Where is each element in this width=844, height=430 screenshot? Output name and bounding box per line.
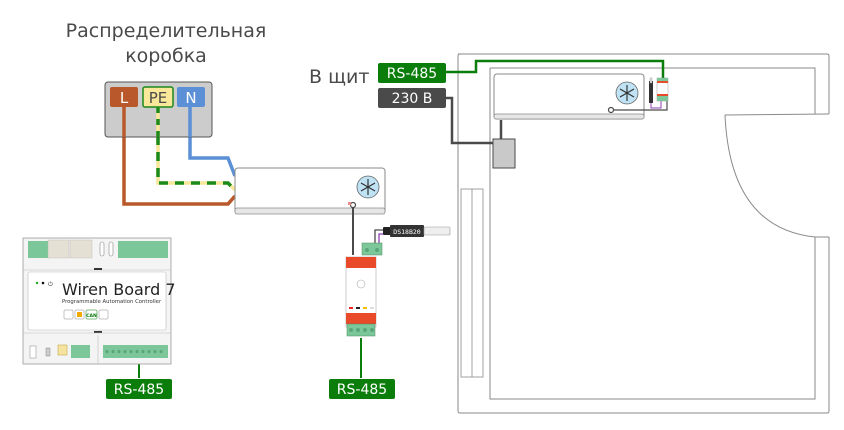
power-panel-tag: 230 В <box>378 88 446 108</box>
room-ir-module-band-top <box>657 81 668 83</box>
warning-badge-icon <box>63 309 74 320</box>
door-frame-top <box>724 113 830 116</box>
wb-usb-port <box>29 345 37 359</box>
temp-sensor-tip <box>649 77 653 84</box>
room-ir-module-band-bottom <box>657 94 668 96</box>
terminal-l: L <box>110 87 138 107</box>
ac-unit <box>234 167 386 215</box>
wb-subtitle: Programmable Automation Controller <box>62 299 162 305</box>
l-wire <box>122 104 237 206</box>
door-swing-arc <box>724 114 816 238</box>
ir-module-top-terminal <box>361 242 383 256</box>
room-ir-module-terminal-top <box>657 78 668 81</box>
junction-box-title-2: коробка <box>125 45 207 67</box>
temp-sensor-probe <box>649 81 653 103</box>
ir-module-bottom-terminal <box>346 323 376 337</box>
wb-ethernet-1 <box>47 239 70 259</box>
rs485-ir-tag: RS-485 <box>329 379 395 399</box>
ir-module-band-top <box>346 257 376 268</box>
ir-module <box>345 242 383 337</box>
sensor-body <box>390 225 424 237</box>
ac-bottom <box>234 207 386 215</box>
power-icon: ⏻ <box>48 281 53 288</box>
terminal-pe: PE <box>142 86 174 108</box>
snowflake-icon-glyph <box>619 85 635 101</box>
sensor-tube <box>423 226 451 236</box>
ir-emitter-led <box>348 202 351 205</box>
rs485-wb-tag-text: RS-485 <box>114 382 164 398</box>
terminal-n-label: N <box>185 89 196 107</box>
can-badge <box>85 309 98 320</box>
ir-emitter-icon <box>607 106 615 114</box>
sensor-cable-black <box>374 229 385 245</box>
ir-module-vplus <box>349 307 353 309</box>
wb-front-panel <box>27 271 167 331</box>
to-panel-label: В щит <box>309 66 369 88</box>
power-box <box>492 138 516 169</box>
wb-terminal-inputs <box>118 241 168 258</box>
pe-wire-stripe <box>156 104 237 192</box>
can-badge-text: CAN <box>86 313 97 319</box>
wb-terminal-outputs <box>71 345 90 358</box>
ds18b20-sensor: DS18B20 <box>383 225 451 237</box>
rs485-ir-tag-text: RS-485 <box>337 382 387 398</box>
power-panel-wire <box>446 96 496 145</box>
ir-module-band-bottom <box>346 313 376 324</box>
room-ac-bottom <box>493 113 645 120</box>
junction-box: L PE N <box>104 81 213 138</box>
junction-box-title-1: Распределительная <box>66 20 267 42</box>
wb-sim-slot <box>45 347 51 357</box>
room-outer-wall <box>457 53 830 414</box>
wb-antenna-port <box>57 344 68 356</box>
sensor-label: DS18B20 <box>393 228 420 236</box>
room-floor-plan <box>457 53 830 414</box>
ir-module-button <box>356 279 366 289</box>
hw-badge-icon <box>98 309 109 320</box>
sensor-wire <box>650 101 662 109</box>
rs485-wb-tag: RS-485 <box>106 379 172 399</box>
room-ir-module-terminal-bottom <box>657 96 668 101</box>
wb-ethernet-2 <box>69 239 93 259</box>
wiren-board-controller: Wiren Board 7 Programmable Automation Co… <box>22 237 176 378</box>
rs485-panel-wire <box>446 59 665 78</box>
wb-usb-debug-2 <box>108 241 114 257</box>
room-inner-wall <box>489 67 816 400</box>
wb-terminal-power <box>28 241 48 258</box>
terminal-l-label: L <box>120 89 129 107</box>
terminal-n: N <box>177 87 205 107</box>
ir-wire <box>613 101 668 111</box>
rs485-panel-tag: RS-485 <box>378 63 446 83</box>
power-panel-tag-text: 230 В <box>392 91 433 107</box>
room-ac-unit <box>493 73 669 120</box>
snowflake-icon-glyph <box>360 179 376 195</box>
panel-wires <box>446 59 665 169</box>
wb-title: Wiren Board 7 <box>62 280 176 299</box>
terminal-pe-label: PE <box>149 89 168 107</box>
rs485-panel-tag-text: RS-485 <box>387 66 437 82</box>
wb-usb-debug-1 <box>99 241 105 257</box>
ir-emitter-icon <box>349 201 357 209</box>
